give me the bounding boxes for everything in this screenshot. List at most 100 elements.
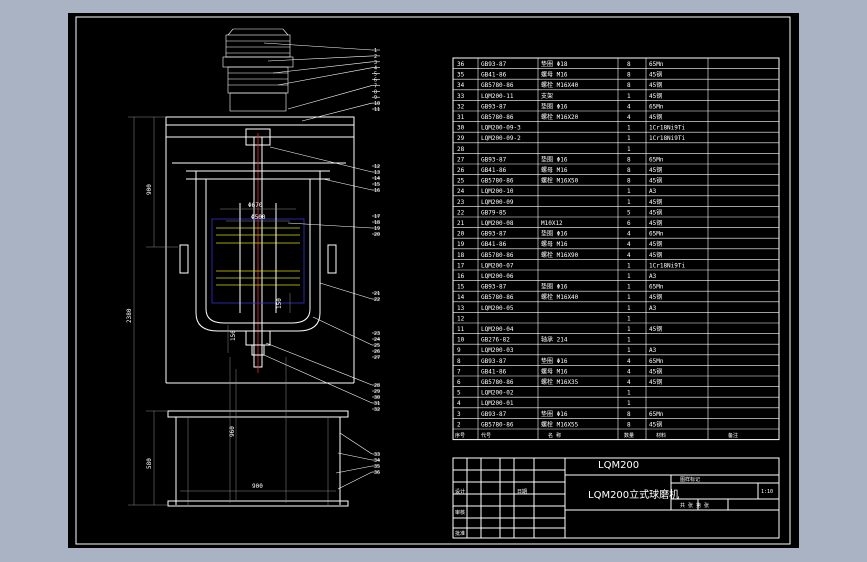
bom-cell-name: 垫圈 Φ18	[541, 60, 568, 68]
bom-cell-code: LQM200-09	[481, 199, 514, 206]
bom-cell-material: 45钢	[649, 420, 662, 428]
bom-cell-name: 螺母 M16	[541, 240, 568, 248]
bom-cell-material: A3	[649, 347, 657, 354]
bom-cell-code: GB41-86	[481, 368, 507, 375]
callout-20: 20	[374, 232, 380, 238]
bom-cell-code: GB5780-86	[481, 294, 514, 301]
bom-cell-name: 轴承 214	[541, 336, 568, 344]
bom-cell-material: 45钢	[649, 92, 662, 100]
bom-cell-no: 23	[457, 199, 465, 206]
callout-15: 15	[374, 182, 380, 188]
callout-14: 14	[374, 176, 380, 182]
bom-cell-name: 垫圈 Φ16	[541, 283, 568, 291]
bom-cell-qty: 5	[627, 209, 631, 216]
bom-cell-qty: 1	[627, 294, 631, 301]
bom-cell-name: 螺栓 M16X90	[541, 251, 579, 259]
bom-cell-no: 34	[457, 82, 465, 89]
motor	[222, 28, 294, 112]
bom-cell-no: 28	[457, 146, 465, 153]
bom-cell-no: 14	[457, 294, 465, 301]
leader-line	[267, 55, 373, 62]
bom-cell-no: 31	[457, 114, 465, 121]
leader-lines	[263, 42, 373, 490]
bom-cell-code: GB79-85	[481, 209, 507, 216]
bom-cell-name: 螺栓 M16X55	[541, 420, 579, 428]
bom-cell-qty: 1	[627, 146, 631, 153]
bom-cell-code: GB5780-86	[481, 178, 514, 185]
bom-cell-name: 支架	[541, 92, 553, 100]
bom-cell-no: 32	[457, 103, 465, 110]
bom-cell-material: A3	[649, 273, 657, 280]
drawing-border	[75, 16, 791, 545]
bom-cell-material: 1Cr18Ni9Ti	[649, 135, 686, 142]
bom-cell-qty: 1	[627, 199, 631, 206]
bom-cell-no: 18	[457, 252, 465, 259]
bom-cell-material: 65Mn	[649, 103, 664, 110]
leader-line	[269, 146, 373, 173]
bom-cell-no: 29	[457, 135, 465, 142]
bom-cell-code: LQM200-05	[481, 305, 514, 312]
bom-cell-material: 65Mn	[649, 411, 664, 418]
bom-cell-code: GB5780-86	[481, 252, 514, 259]
bom-cell-material: A3	[649, 188, 657, 195]
bom-cell-qty: 8	[627, 167, 631, 174]
bom-cell-no: 33	[457, 93, 465, 100]
callout-29: 29	[374, 389, 380, 395]
bom-cell-code: LQM200-10	[481, 188, 514, 195]
bom-cell-name: 垫圈 Φ16	[541, 410, 568, 418]
leader-line	[277, 67, 373, 86]
bom-cell-qty: 8	[627, 421, 631, 428]
callout-27: 27	[374, 355, 380, 361]
bom-cell-qty: 1	[627, 400, 631, 407]
check-label: 审核	[455, 509, 465, 516]
bom-cell-code: LQM200-11	[481, 93, 514, 100]
bom-header-material: 材料	[656, 432, 666, 439]
machine-view	[128, 28, 373, 507]
callout-34: 34	[374, 458, 380, 464]
bom-cell-material: 45钢	[649, 198, 662, 206]
callout-31: 31	[374, 401, 380, 407]
callout-21: 21	[374, 291, 380, 297]
callout-13: 13	[374, 170, 380, 176]
bom-cell-no: 3	[457, 411, 461, 418]
bom-cell-no: 24	[457, 188, 465, 195]
dim-580: 580	[146, 458, 153, 469]
bom-cell-material: 45钢	[649, 113, 662, 121]
bom-cell-code: LQM200-04	[481, 326, 514, 333]
bom-cell-no: 36	[457, 61, 465, 68]
leader-line	[339, 432, 373, 455]
bom-header-remark: 备注	[728, 432, 738, 439]
bom-cell-qty: 1	[627, 125, 631, 132]
bom-cell-code: GB93-87	[481, 156, 507, 163]
bom-cell-no: 4	[457, 400, 461, 407]
bom-cell-no: 30	[457, 125, 465, 132]
callout-22: 22	[374, 297, 380, 303]
bom-cell-code: LQM200-08	[481, 220, 514, 227]
bom-cell-name: 垫圈 Φ16	[541, 155, 568, 163]
callout-5: 5	[374, 72, 377, 78]
bom-cell-code: LQM200-03	[481, 347, 514, 354]
bom-cell-code: GB5780-86	[481, 379, 514, 386]
bom-header-code: 代号	[481, 432, 491, 439]
approve-label: 批准	[455, 530, 465, 537]
bom-cell-qty: 1	[627, 284, 631, 291]
bom-cell-material: 65Mn	[649, 284, 664, 291]
bom-cell-code: GB93-87	[481, 61, 507, 68]
date-label: 日期	[517, 489, 527, 495]
bom-cell-material: 45钢	[649, 81, 662, 89]
stage-label: 图样标记	[680, 476, 700, 483]
bom-cell-qty: 4	[627, 241, 631, 248]
bom-cell-qty: 1	[627, 337, 631, 344]
callout-4: 4	[374, 66, 377, 72]
bom-cell-material: 65Mn	[649, 358, 664, 365]
callout-19: 19	[374, 226, 380, 232]
bom-cell-code: GB93-87	[481, 231, 507, 238]
drawing-sheet[interactable]: 2380 900 580 960 Φ670 Φ500 150 150 900 1…	[68, 13, 799, 548]
